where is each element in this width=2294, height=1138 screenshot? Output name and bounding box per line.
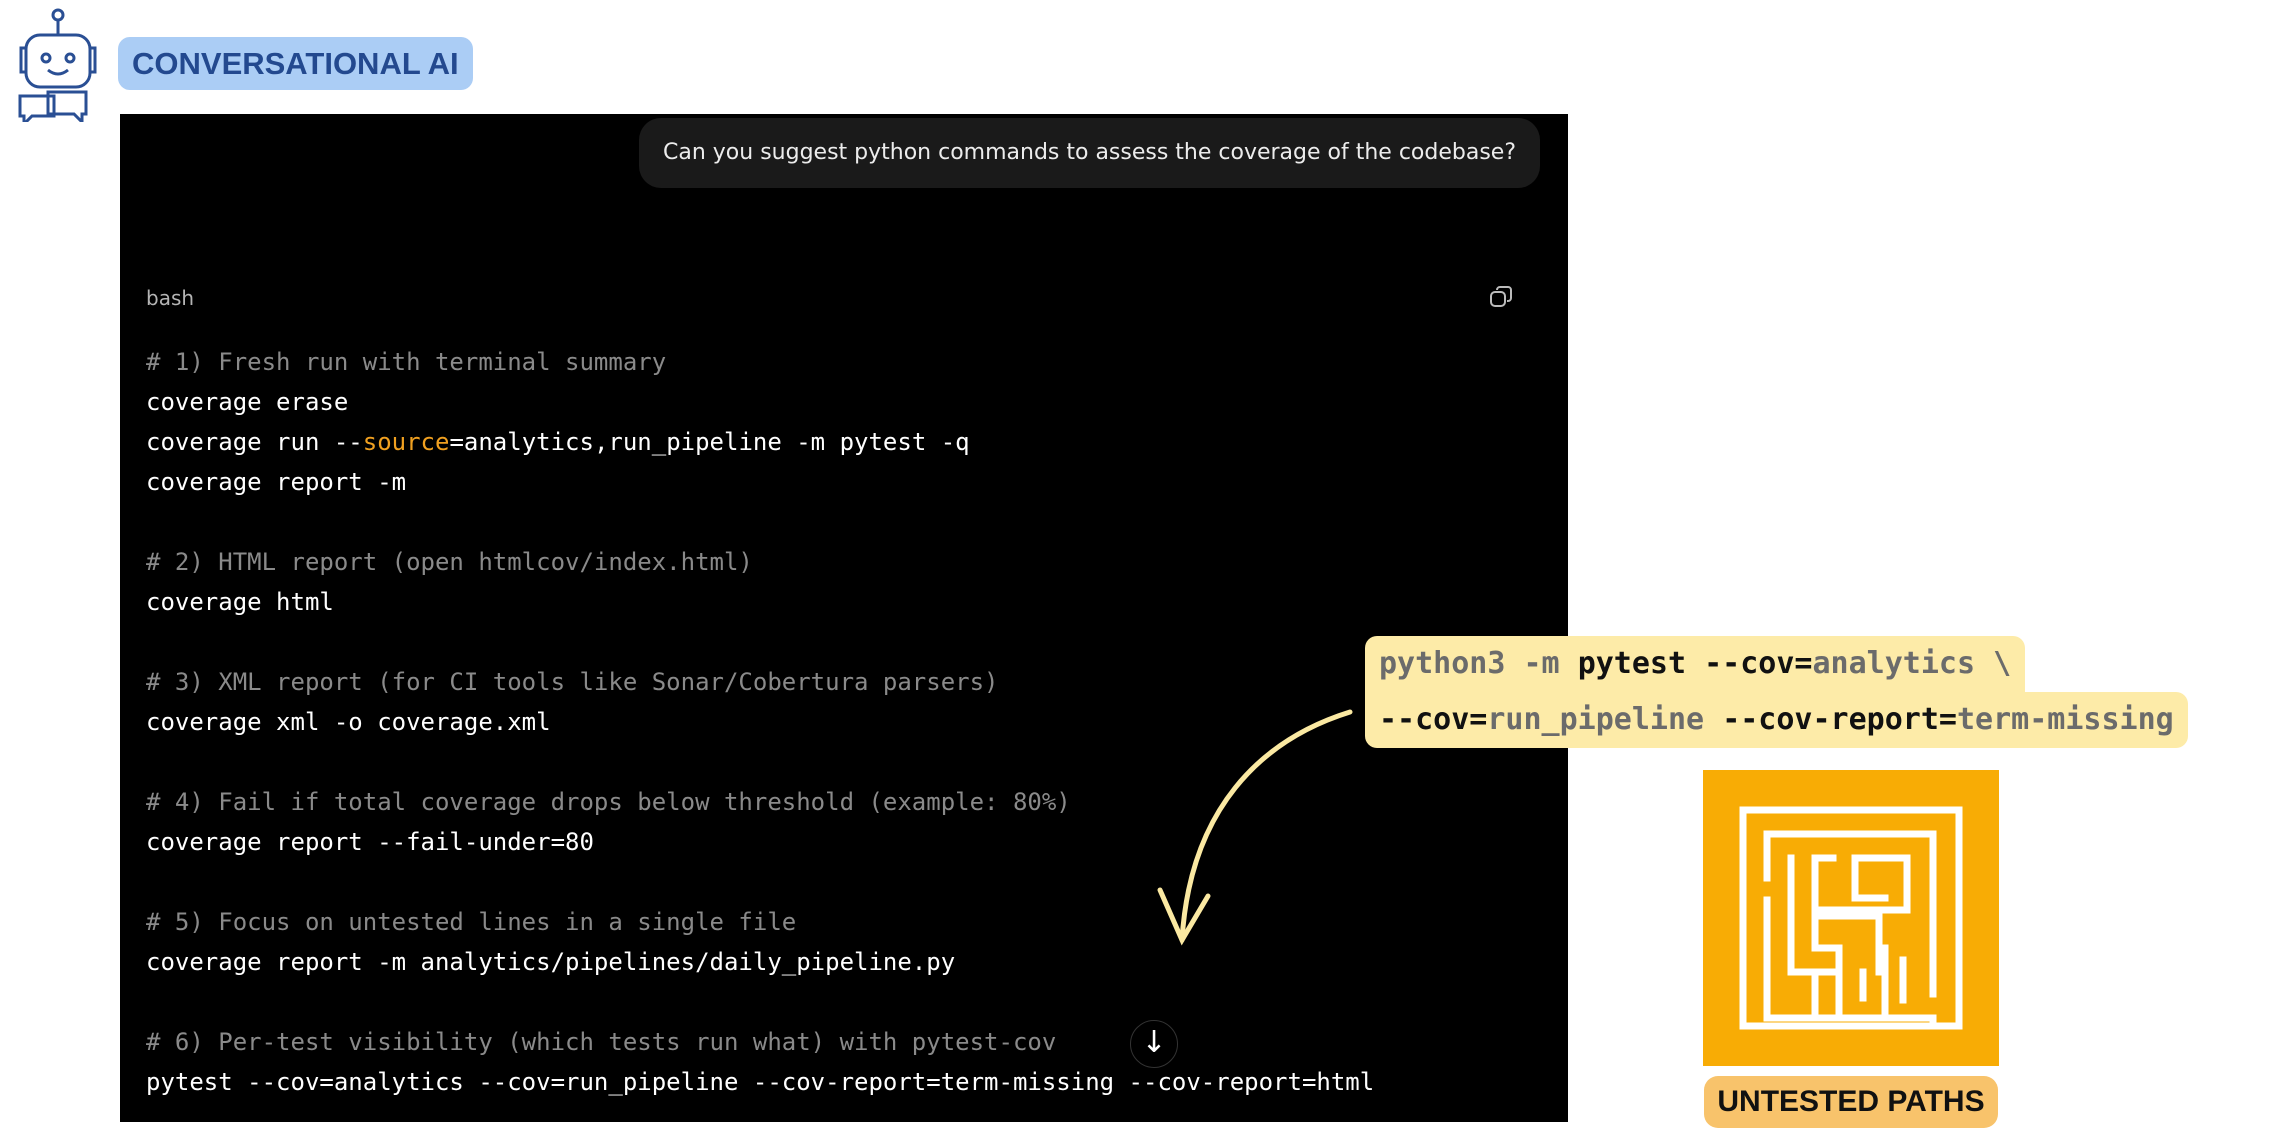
code-text: coverage run -- — [146, 428, 363, 456]
chat-panel: Can you suggest python commands to asses… — [120, 114, 1568, 1122]
code-text: coverage report --fail-under=80 — [146, 828, 594, 856]
callout-token: --cov= — [1379, 702, 1488, 737]
code-line: coverage xml -o coverage.xml — [146, 702, 1374, 742]
robot-chat-icon — [18, 8, 97, 122]
arrow-down-icon: ↓ — [1141, 1025, 1167, 1060]
code-line: coverage run --source=analytics,run_pipe… — [146, 422, 1374, 462]
code-line: # 6) Per-test visibility (which tests ru… — [146, 1022, 1374, 1062]
code-line: coverage report -m — [146, 462, 1374, 502]
callout-token: term-missing — [1957, 702, 2174, 737]
section-label: CONVERSATIONAL AI — [118, 37, 473, 90]
code-text: pytest --cov=analytics --cov=run_pipelin… — [146, 1068, 1375, 1096]
code-text: coverage report -m — [146, 468, 407, 496]
code-line: # 3) XML report (for CI tools like Sonar… — [146, 662, 1374, 702]
code-language-label: bash — [146, 286, 195, 310]
callout-token: python3 -m — [1379, 646, 1578, 681]
code-comment: # 4) Fail if total coverage drops below … — [146, 788, 1071, 816]
code-line — [146, 982, 1374, 1022]
copy-icon[interactable] — [1488, 284, 1514, 310]
code-line: coverage html — [146, 582, 1374, 622]
code-line: coverage erase — [146, 382, 1374, 422]
code-comment: # 1) Fresh run with terminal summary — [146, 348, 667, 376]
code-line: # 5) Focus on untested lines in a single… — [146, 902, 1374, 942]
user-message: Can you suggest python commands to asses… — [639, 118, 1540, 188]
code-block: # 1) Fresh run with terminal summary cove… — [146, 342, 1374, 1102]
callout-line-2: --cov=run_pipeline --cov-report=term-mis… — [1365, 692, 2188, 748]
callout-line-1: python3 -m pytest --cov=analytics \ — [1365, 636, 2026, 692]
code-line: coverage report -m analytics/pipelines/d… — [146, 942, 1374, 982]
scroll-down-button[interactable]: ↓ — [1130, 1020, 1178, 1068]
code-keyword: source — [362, 428, 450, 456]
untested-paths-badge: UNTESTED PATHS — [1704, 1076, 1998, 1128]
command-callout: python3 -m pytest --cov=analytics \ --co… — [1365, 636, 2188, 748]
code-text: coverage xml -o coverage.xml — [146, 708, 551, 736]
code-comment: # 6) Per-test visibility (which tests ru… — [146, 1028, 1057, 1056]
code-comment: # 2) HTML report (open htmlcov/index.htm… — [146, 548, 753, 576]
code-line — [146, 622, 1374, 662]
callout-token: analytics \ — [1812, 646, 2012, 681]
code-line: pytest --cov=analytics --cov=run_pipelin… — [146, 1062, 1374, 1102]
code-text: coverage erase — [146, 388, 349, 416]
code-line: coverage report --fail-under=80 — [146, 822, 1374, 862]
code-line: # 4) Fail if total coverage drops below … — [146, 782, 1374, 822]
code-comment: # 3) XML report (for CI tools like Sonar… — [146, 668, 999, 696]
code-line — [146, 502, 1374, 542]
callout-token: pytest --cov= — [1577, 646, 1813, 681]
code-text: coverage report -m analytics/pipelines/d… — [146, 948, 956, 976]
code-comment: # 5) Focus on untested lines in a single… — [146, 908, 797, 936]
callout-token: run_pipeline — [1487, 702, 1723, 737]
curved-arrow-icon — [1157, 709, 1353, 946]
code-line: # 2) HTML report (open htmlcov/index.htm… — [146, 542, 1374, 582]
callout-token: --cov-report= — [1722, 702, 1957, 737]
code-line: # 1) Fresh run with terminal summary — [146, 342, 1374, 382]
code-text: coverage html — [146, 588, 334, 616]
maze-icon — [1703, 770, 1999, 1066]
code-text: =analytics,run_pipeline -m pytest -q — [449, 428, 970, 456]
